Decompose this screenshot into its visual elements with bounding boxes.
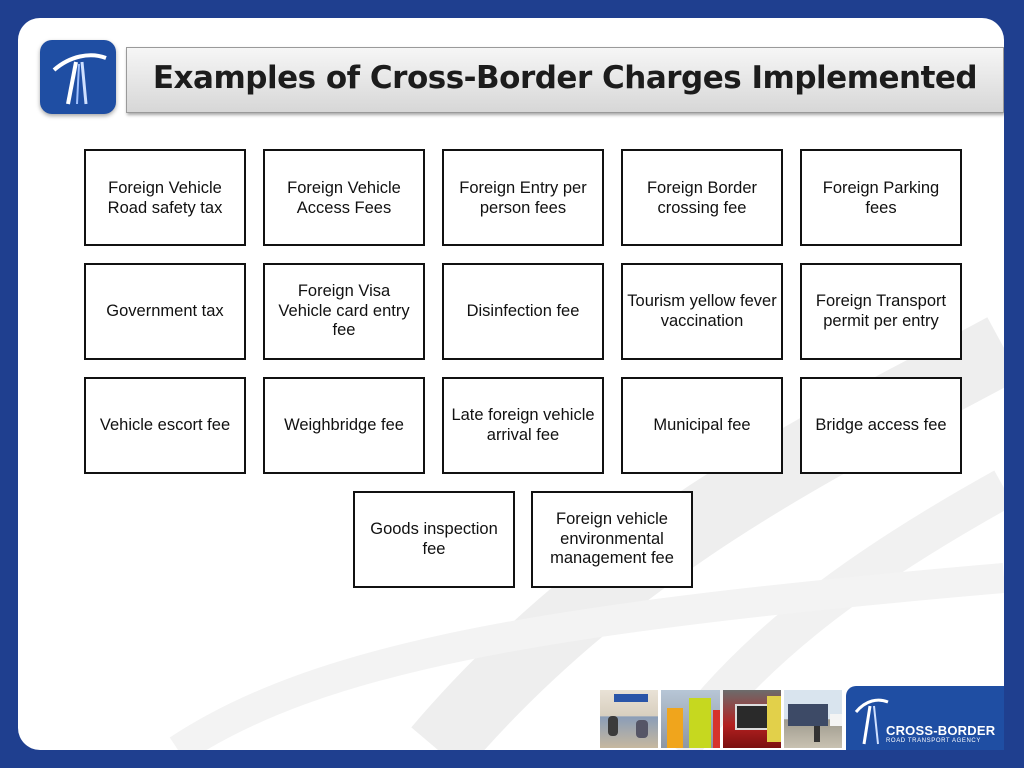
charge-box: Foreign Parking fees — [800, 149, 962, 246]
charge-box: Bridge access fee — [800, 377, 962, 474]
charge-box: Government tax — [84, 263, 246, 360]
charge-box: Foreign Vehicle Access Fees — [263, 149, 425, 246]
charge-box: Weighbridge fee — [263, 377, 425, 474]
charge-box: Foreign Vehicle Road safety tax — [84, 149, 246, 246]
charge-box: Goods inspection fee — [353, 491, 515, 588]
title-bar: Examples of Cross-Border Charges Impleme… — [126, 47, 1004, 113]
charge-box: Foreign vehicle environmental management… — [531, 491, 693, 588]
logo-name: CROSS-BORDER — [886, 723, 996, 738]
truck-photo — [783, 690, 842, 748]
officer-photo — [661, 690, 720, 748]
photo-strip — [600, 690, 842, 748]
help-desk-photo — [600, 690, 659, 748]
road-swoosh-icon — [854, 698, 889, 745]
logo-subtitle: ROAD TRANSPORT AGENCY — [886, 738, 981, 744]
charge-box: Late foreign vehicle arrival fee — [442, 377, 604, 474]
charge-box: Disinfection fee — [442, 263, 604, 360]
charge-box: Foreign Entry per person fees — [442, 149, 604, 246]
charge-box: Tourism yellow fever vaccination — [621, 263, 783, 360]
road-swoosh-icon — [52, 53, 107, 105]
charge-box: Foreign Transport permit per entry — [800, 263, 962, 360]
charge-box: Vehicle escort fee — [84, 377, 246, 474]
slide-title: Examples of Cross-Border Charges Impleme… — [152, 60, 978, 96]
charge-box: Municipal fee — [621, 377, 783, 474]
inspection-photo — [722, 690, 781, 748]
charge-box: Foreign Border crossing fee — [621, 149, 783, 246]
agency-logo-bottom: CROSS-BORDER ROAD TRANSPORT AGENCY — [846, 686, 1004, 750]
charge-box: Foreign Visa Vehicle card entry fee — [263, 263, 425, 360]
agency-logo-top — [40, 40, 116, 114]
